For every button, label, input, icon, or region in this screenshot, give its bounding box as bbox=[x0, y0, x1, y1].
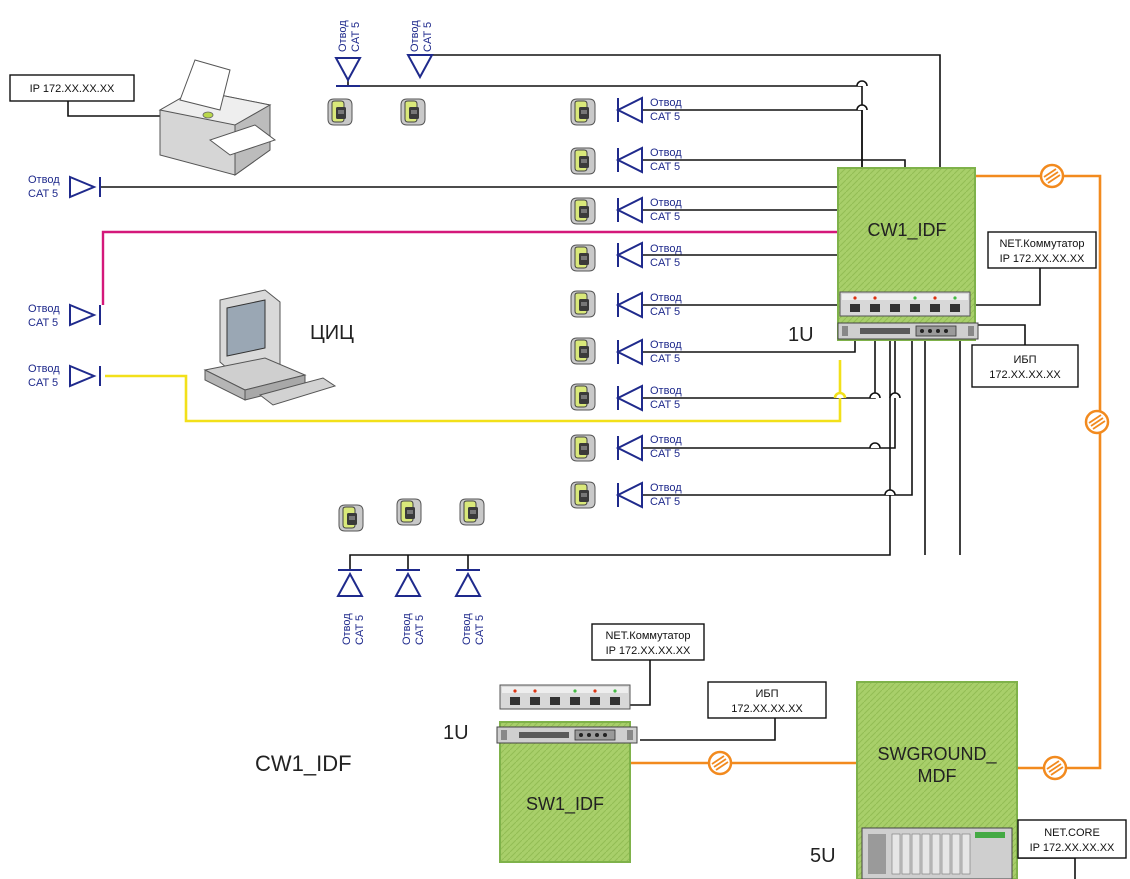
drop-label: CAT 5 bbox=[650, 306, 680, 318]
printer-icon bbox=[158, 59, 277, 176]
idf-ups-box: ИБП 172.XX.XX.XX bbox=[971, 344, 1079, 388]
cabling bbox=[100, 54, 1041, 741]
drop-label: Отвод bbox=[650, 434, 682, 446]
sw1-ups-box: ИБП 172.XX.XX.XX bbox=[707, 681, 827, 719]
cable-top-drop-1 bbox=[347, 80, 863, 170]
drop-label: Отвод bbox=[650, 482, 682, 494]
top-left-ip-box: IP 172.XX.XX.XX bbox=[9, 74, 160, 117]
drop-label: CAT 5 bbox=[414, 615, 426, 645]
drop-label: CAT 5 bbox=[650, 111, 680, 123]
drop-label: Отвод bbox=[650, 385, 682, 397]
sw1-rack[interactable]: SW1_IDF bbox=[499, 721, 631, 863]
core-chassis-icon bbox=[861, 827, 1013, 879]
cable-row-9 bbox=[640, 340, 913, 496]
mdf-rack-label-1: SWGROUND_ bbox=[877, 744, 997, 765]
idf-unit-label: 1U bbox=[788, 324, 814, 346]
cable-yellow bbox=[105, 360, 842, 423]
ups-icon bbox=[837, 322, 979, 340]
switch-icon bbox=[499, 684, 631, 710]
cable-bottom-bus bbox=[349, 340, 891, 570]
cable-row-2 bbox=[640, 159, 906, 170]
sw1-switch-box-line1: NET.Коммутатор bbox=[605, 630, 690, 642]
drop-label: CAT 5 bbox=[28, 188, 58, 200]
idf-ups-box-line2: 172.XX.XX.XX bbox=[989, 369, 1061, 381]
sw1-unit-label: 1U bbox=[443, 722, 469, 744]
drop-label: Отвод bbox=[337, 20, 349, 52]
drop-label: CAT 5 bbox=[650, 211, 680, 223]
computer-icon bbox=[203, 289, 337, 406]
cable-top-drop-2 bbox=[420, 54, 941, 170]
workstation-label: ЦИЦ bbox=[310, 322, 354, 344]
drop-label: Отвод bbox=[650, 197, 682, 209]
sw1-ups-box-line2: 172.XX.XX.XX bbox=[731, 703, 803, 715]
mdf-core-box-line1: NET.CORE bbox=[1044, 827, 1100, 839]
drop-label: Отвод bbox=[650, 339, 682, 351]
drop-connector-icon bbox=[69, 54, 643, 597]
drop-label: CAT 5 bbox=[650, 399, 680, 411]
drop-label: CAT 5 bbox=[422, 22, 434, 52]
drop-label: Отвод bbox=[409, 20, 421, 52]
mdf-core-box-line2: IP 172.XX.XX.XX bbox=[1030, 842, 1115, 854]
drop-label: Отвод bbox=[28, 174, 60, 186]
mdf-unit-label: 5U bbox=[810, 845, 836, 867]
drop-label: CAT 5 bbox=[28, 317, 58, 329]
switch-icon bbox=[839, 291, 971, 317]
wall-outlet-icon bbox=[327, 98, 596, 532]
sw1-ups-box-line1: ИБП bbox=[755, 688, 778, 700]
drop-label: Отвод bbox=[650, 97, 682, 109]
drop-label: CAT 5 bbox=[354, 615, 366, 645]
legend-title: CW1_IDF bbox=[255, 751, 352, 776]
drop-label: Отвод bbox=[650, 292, 682, 304]
drop-label: CAT 5 bbox=[650, 257, 680, 269]
sw1-switch-box: NET.Коммутатор IP 172.XX.XX.XX bbox=[591, 623, 705, 661]
mdf-rack-label-2: MDF bbox=[918, 766, 957, 786]
drop-label: Отвод bbox=[650, 147, 682, 159]
drop-label: CAT 5 bbox=[350, 22, 362, 52]
drop-label: Отвод bbox=[650, 243, 682, 255]
ups-icon bbox=[496, 726, 638, 744]
idf-rack-label: CW1_IDF bbox=[867, 220, 946, 241]
drop-label: Отвод bbox=[28, 363, 60, 375]
cable-magenta bbox=[101, 230, 840, 305]
sw1-switch-box-line2: IP 172.XX.XX.XX bbox=[606, 645, 691, 657]
drop-label: Отвод bbox=[341, 613, 353, 645]
drop-label: CAT 5 bbox=[650, 496, 680, 508]
cable-row-6 bbox=[640, 340, 856, 353]
drop-label: CAT 5 bbox=[474, 615, 486, 645]
idf-switch-box-line2: IP 172.XX.XX.XX bbox=[1000, 253, 1085, 265]
idf-ups-box-line1: ИБП bbox=[1013, 354, 1036, 366]
mdf-core-box: NET.CORE IP 172.XX.XX.XX bbox=[1017, 819, 1127, 859]
idf-switch-box: NET.Коммутатор IP 172.XX.XX.XX bbox=[987, 231, 1097, 269]
drop-label: CAT 5 bbox=[650, 353, 680, 365]
top-left-ip-text: IP 172.XX.XX.XX bbox=[30, 83, 115, 95]
cable-row-8 bbox=[640, 340, 896, 449]
drop-label: CAT 5 bbox=[28, 377, 58, 389]
drop-label: CAT 5 bbox=[650, 161, 680, 173]
drop-label: Отвод bbox=[401, 613, 413, 645]
sw1-rack-label: SW1_IDF bbox=[526, 794, 604, 815]
drop-label: Отвод bbox=[28, 303, 60, 315]
drop-label: Отвод bbox=[461, 613, 473, 645]
drop-label: CAT 5 bbox=[650, 448, 680, 460]
idf-switch-box-line1: NET.Коммутатор bbox=[999, 238, 1084, 250]
